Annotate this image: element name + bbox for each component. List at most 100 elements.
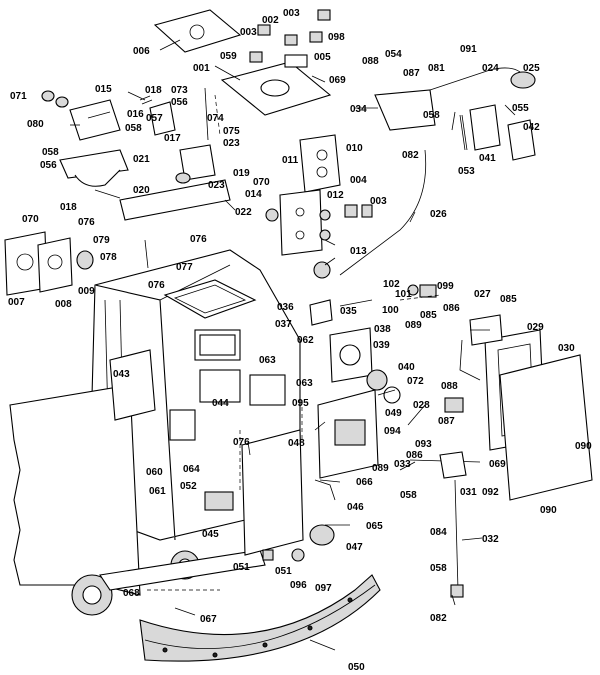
label-050: 050 (348, 662, 365, 673)
label-090: 090 (540, 505, 557, 516)
label-087: 087 (438, 416, 455, 427)
label-069: 069 (489, 459, 506, 470)
label-064: 064 (183, 464, 200, 475)
label-099: 099 (437, 281, 454, 292)
label-086: 086 (406, 450, 423, 461)
label-057: 057 (146, 113, 163, 124)
label-091: 091 (460, 44, 477, 55)
label-075: 075 (223, 126, 240, 137)
electrical-assembly (204, 299, 401, 562)
label-012: 012 (327, 190, 344, 201)
label-085: 085 (500, 294, 517, 305)
label-021: 021 (133, 154, 150, 165)
label-003: 003 (283, 8, 300, 19)
label-097: 097 (315, 583, 332, 594)
chassis-body (9, 249, 301, 616)
label-065: 065 (366, 521, 383, 532)
label-039: 039 (373, 340, 390, 351)
label-089: 089 (405, 320, 422, 331)
label-094: 094 (384, 426, 401, 437)
label-052: 052 (180, 481, 197, 492)
upper-left-mechanism (41, 87, 231, 221)
label-046: 046 (347, 502, 364, 513)
label-004: 004 (350, 175, 367, 186)
label-025: 025 (523, 63, 540, 74)
left-panels (4, 231, 149, 296)
label-095: 095 (292, 398, 309, 409)
label-085: 085 (420, 310, 437, 321)
label-015: 015 (95, 84, 112, 95)
label-051: 051 (233, 562, 250, 573)
label-074: 074 (207, 113, 224, 124)
label-070: 070 (22, 214, 39, 225)
label-035: 035 (340, 306, 357, 317)
label-051: 051 (275, 566, 292, 577)
label-076: 076 (233, 437, 250, 448)
label-037: 037 (275, 319, 292, 330)
label-101: 101 (395, 289, 412, 300)
label-047: 047 (346, 542, 363, 553)
label-100: 100 (382, 305, 399, 316)
label-073: 073 (171, 85, 188, 96)
label-092: 092 (482, 487, 499, 498)
label-088: 088 (362, 56, 379, 67)
label-088: 088 (441, 381, 458, 392)
label-009: 009 (78, 286, 95, 297)
label-058: 058 (400, 490, 417, 501)
label-032: 032 (482, 534, 499, 545)
label-044: 044 (212, 398, 229, 409)
label-089: 089 (372, 463, 389, 474)
leader-lines (70, 39, 516, 651)
label-031: 031 (460, 487, 477, 498)
label-024: 024 (482, 63, 499, 74)
label-058: 058 (125, 123, 142, 134)
label-018: 018 (60, 202, 77, 213)
label-019: 019 (233, 168, 250, 179)
label-042: 042 (523, 122, 540, 133)
right-side-panel (459, 314, 593, 501)
label-102: 102 (383, 279, 400, 290)
label-076: 076 (190, 234, 207, 245)
label-081: 081 (428, 63, 445, 74)
label-084: 084 (430, 527, 447, 538)
label-056: 056 (171, 97, 188, 108)
label-058: 058 (430, 563, 447, 574)
label-010: 010 (346, 143, 363, 154)
right-linkage (407, 284, 490, 598)
label-020: 020 (133, 185, 150, 196)
label-048: 048 (288, 438, 305, 449)
label-007: 007 (8, 297, 25, 308)
label-058: 058 (42, 147, 59, 158)
label-001: 001 (193, 63, 210, 74)
label-027: 027 (474, 289, 491, 300)
label-023: 023 (223, 138, 240, 149)
label-086: 086 (443, 303, 460, 314)
label-026: 026 (430, 209, 447, 220)
label-061: 061 (149, 486, 166, 497)
label-096: 096 (290, 580, 307, 591)
label-059: 059 (220, 51, 237, 62)
label-076: 076 (78, 217, 95, 228)
label-082: 082 (402, 150, 419, 161)
label-011: 011 (282, 155, 299, 166)
label-013: 013 (350, 246, 367, 257)
label-054: 054 (385, 49, 402, 60)
label-069: 069 (329, 75, 346, 86)
label-098: 098 (328, 32, 345, 43)
label-041: 041 (479, 153, 496, 164)
label-028: 028 (413, 400, 430, 411)
label-063: 063 (259, 355, 276, 366)
label-063: 063 (296, 378, 313, 389)
label-067: 067 (200, 614, 217, 625)
label-016: 016 (127, 109, 144, 120)
label-014: 014 (245, 189, 262, 200)
label-029: 029 (527, 322, 544, 333)
label-008: 008 (55, 299, 72, 310)
label-023: 023 (208, 180, 225, 191)
label-002: 002 (262, 15, 279, 26)
label-033: 033 (394, 459, 411, 470)
label-005: 005 (314, 52, 331, 63)
label-055: 055 (512, 103, 529, 114)
label-072: 072 (407, 376, 424, 387)
